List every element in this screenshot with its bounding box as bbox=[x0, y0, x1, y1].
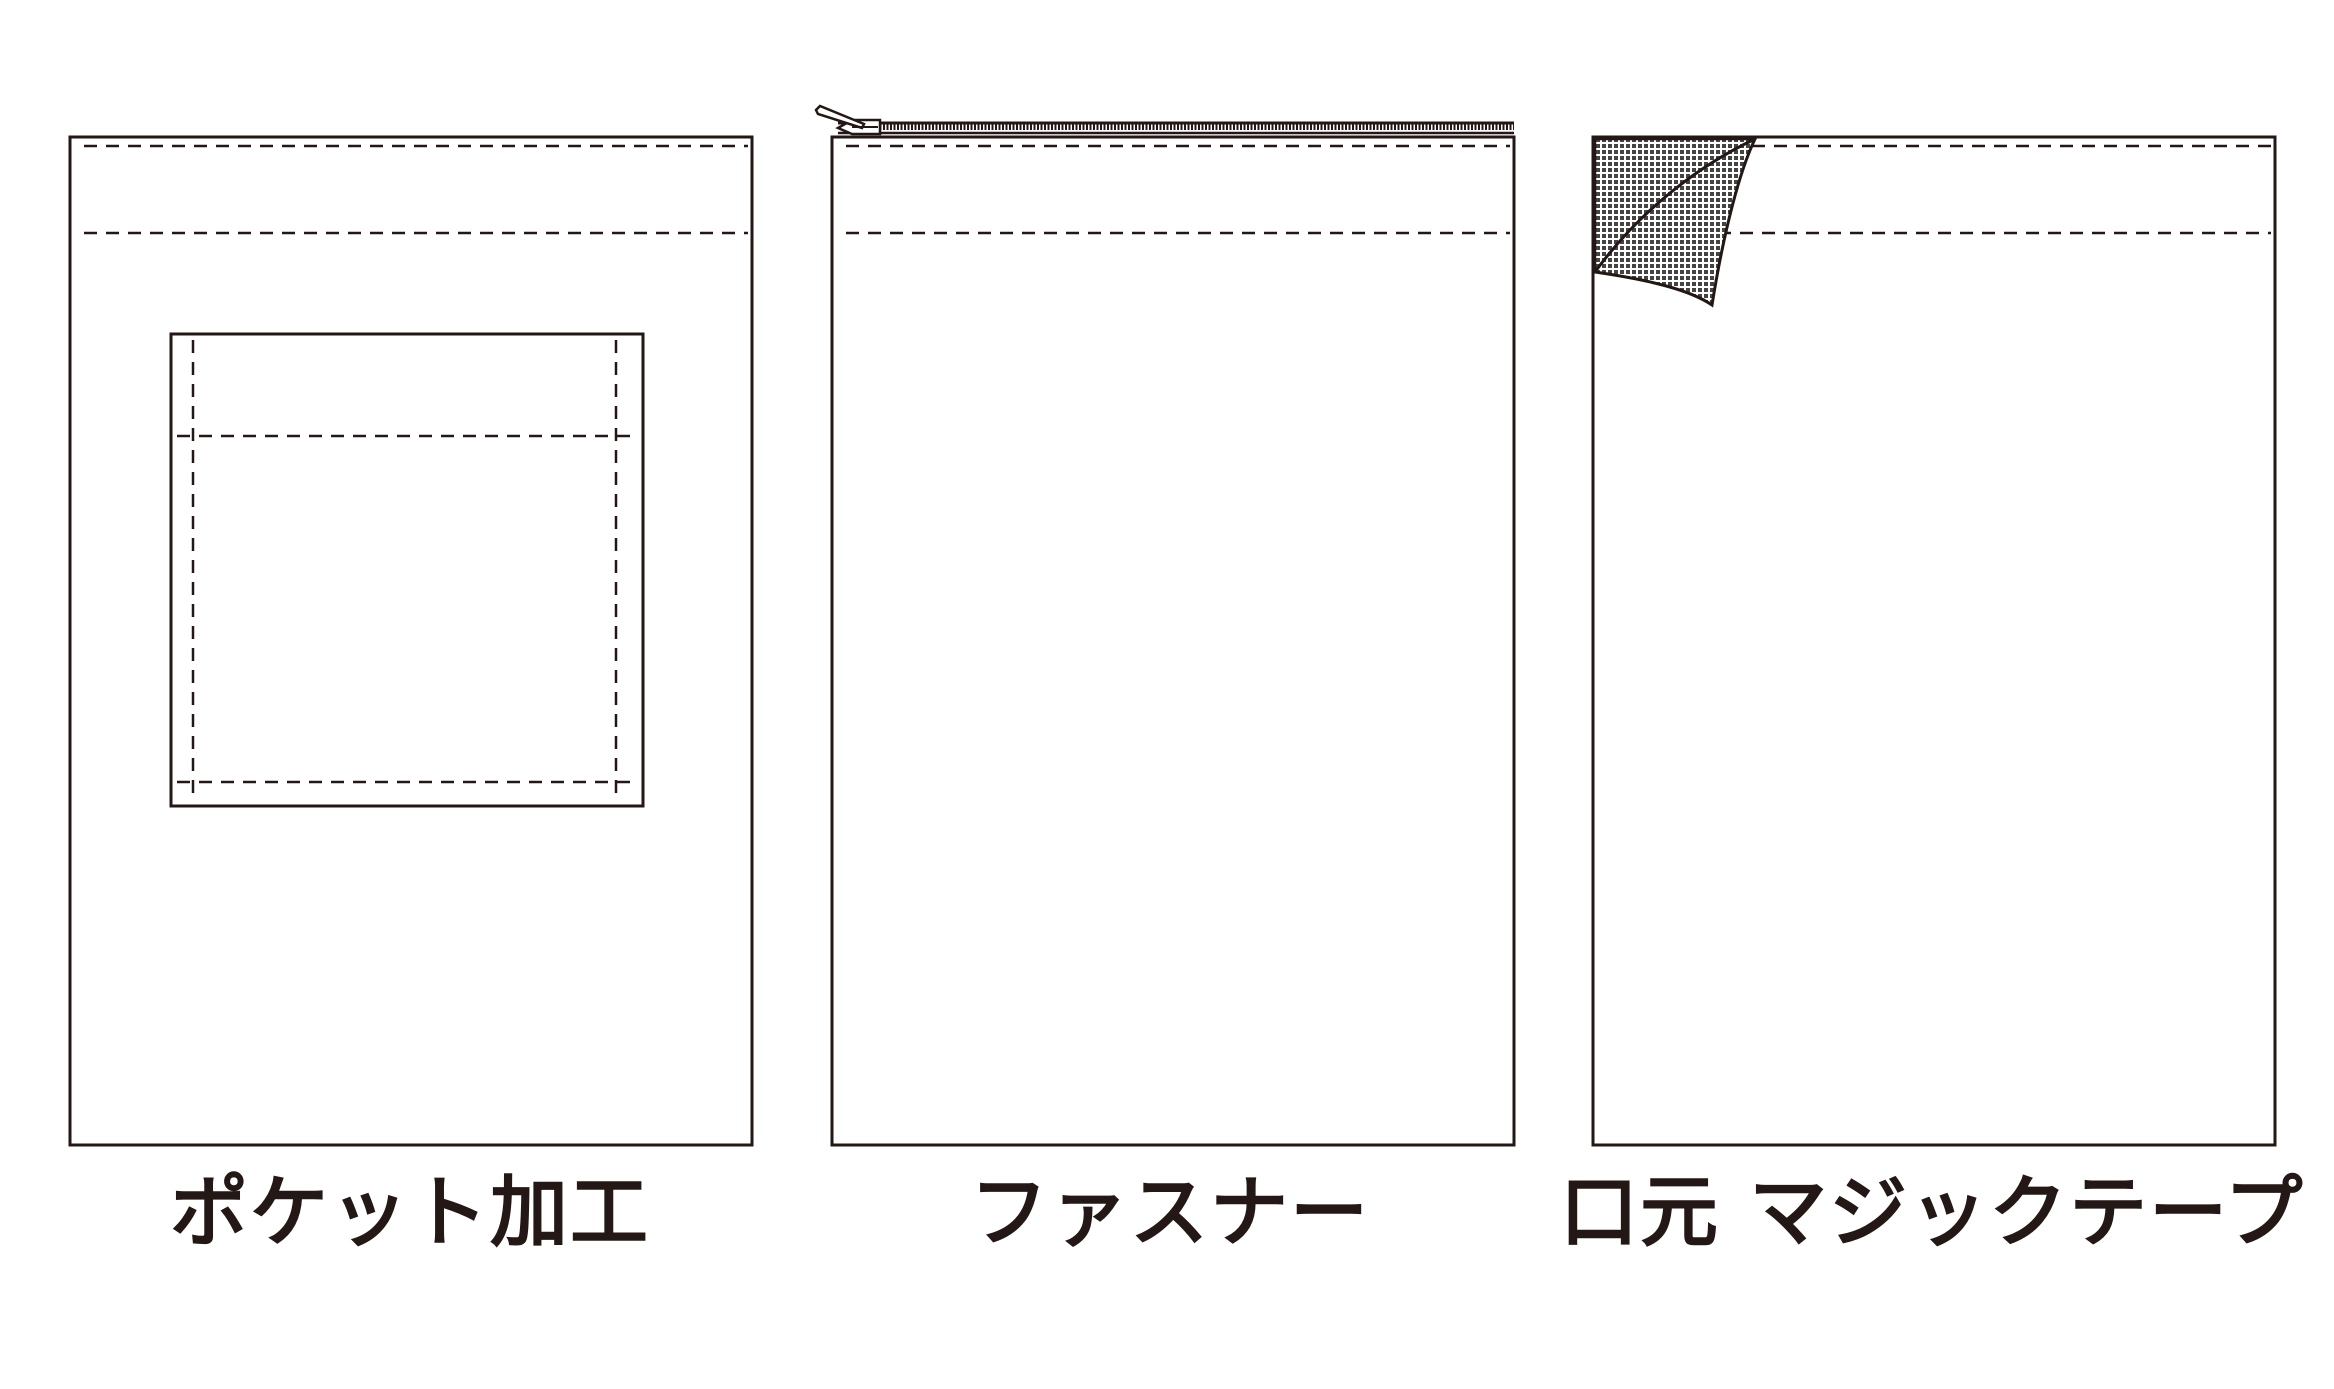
panel-pocket bbox=[68, 135, 754, 1147]
caption-zipper: ファスナー bbox=[969, 1168, 1370, 1258]
caption-pocket: ポケット加工 bbox=[169, 1168, 650, 1258]
bag-body-outline bbox=[68, 135, 754, 1147]
panel-zipper bbox=[814, 104, 1516, 1147]
bag-body-outline bbox=[830, 135, 1516, 1147]
pocket bbox=[169, 332, 645, 808]
hook-and-loop-flap-icon bbox=[1592, 135, 1759, 308]
zipper bbox=[814, 104, 1514, 136]
caption-hook-and-loop: 口元 マジックテープ bbox=[1560, 1168, 2305, 1258]
pocket-outline bbox=[169, 332, 645, 808]
bag-body-outline bbox=[1591, 135, 2277, 1147]
panel-hook-and-loop bbox=[1591, 135, 2277, 1147]
zipper-slider-icon bbox=[814, 104, 882, 136]
